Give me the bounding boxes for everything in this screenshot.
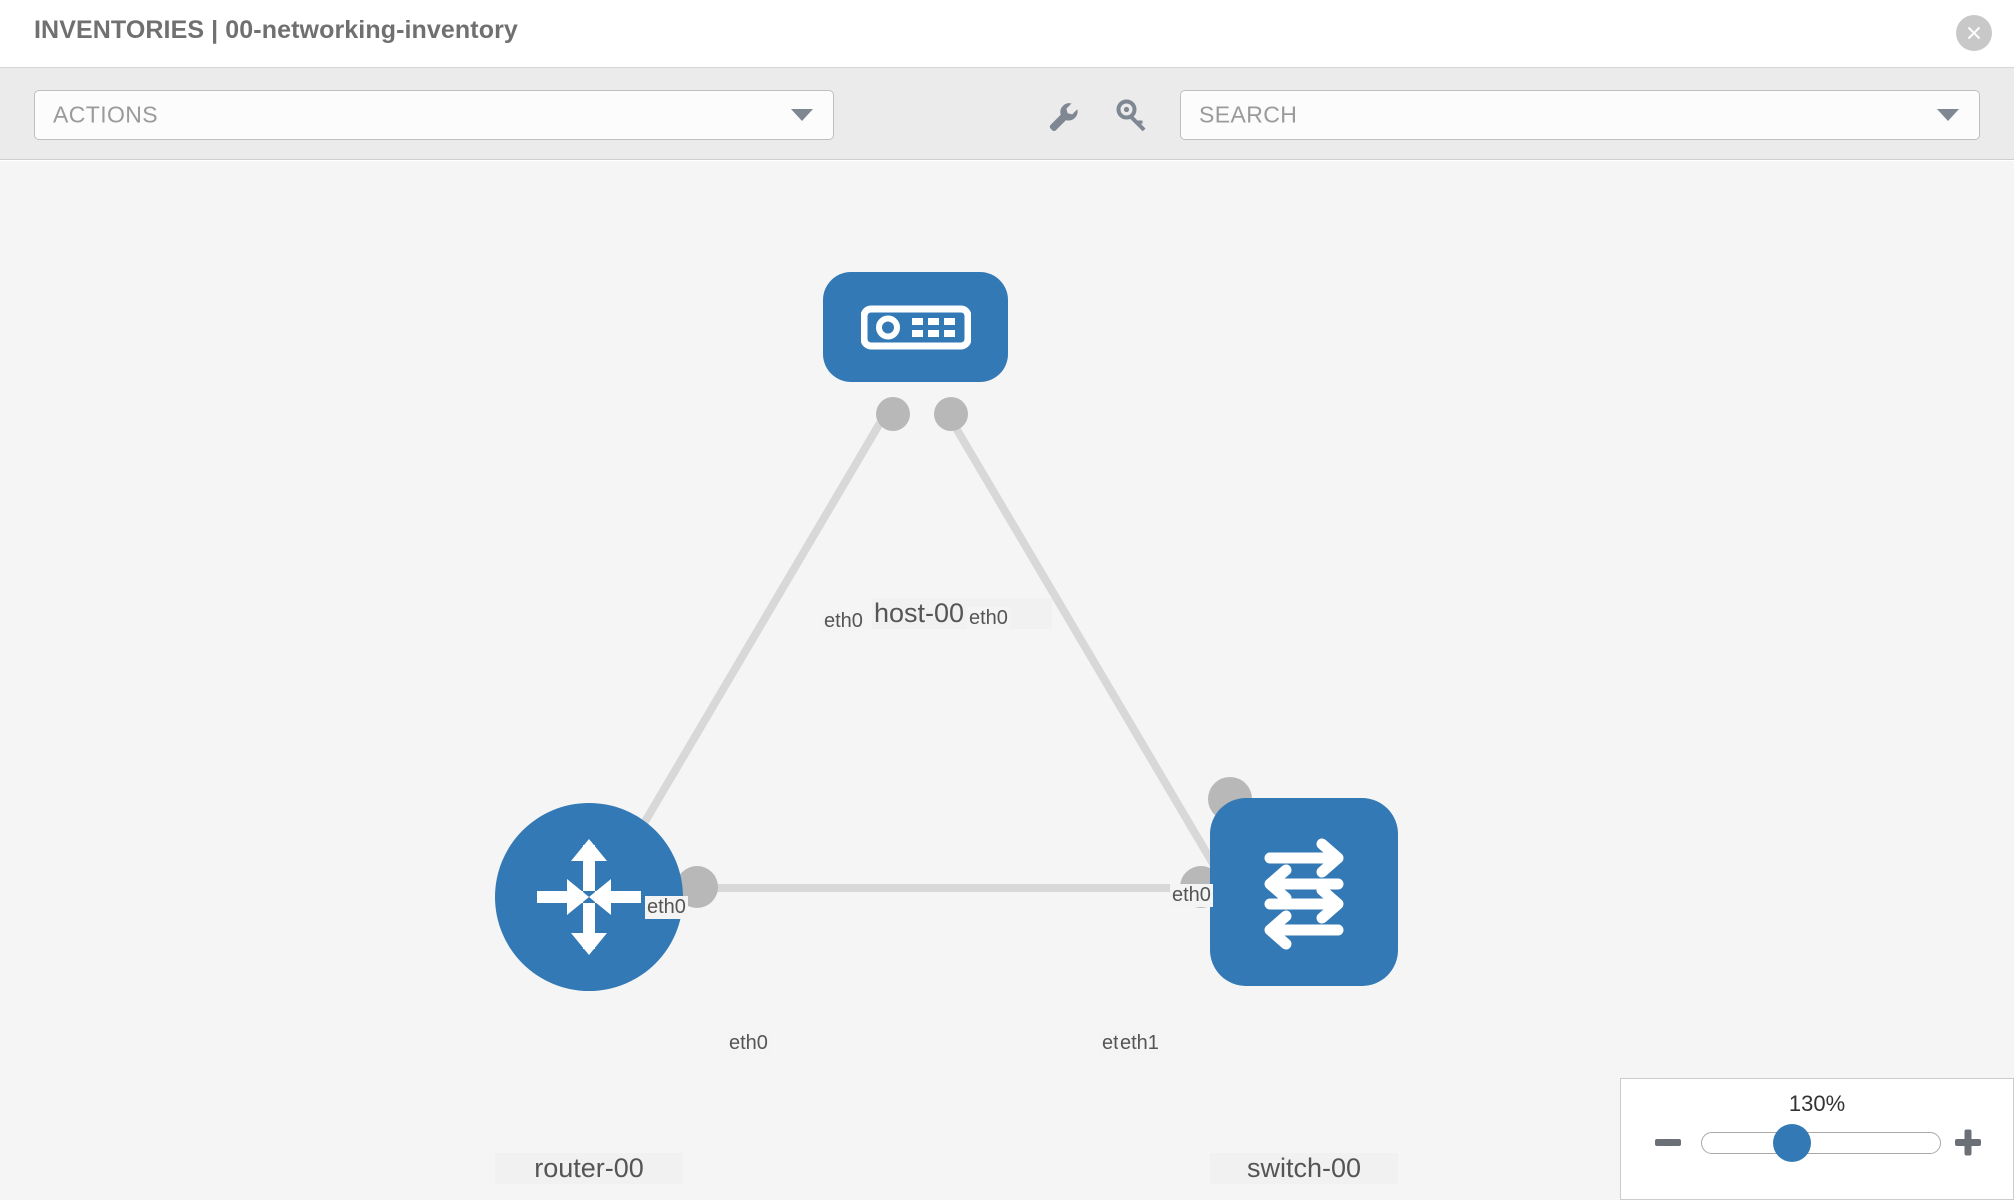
page-header: INVENTORIES | 00-networking-inventory — [0, 0, 2014, 68]
node-host-00[interactable] — [823, 272, 1008, 382]
zoom-slider-thumb[interactable] — [1773, 1124, 1811, 1162]
zoom-out-button[interactable] — [1651, 1125, 1685, 1159]
chevron-down-icon — [1937, 109, 1959, 121]
zoom-level-value: 130% — [1788, 1091, 1846, 1116]
node-label-host-00: host-00 — [872, 598, 1052, 629]
node-switch-00[interactable] — [1210, 798, 1398, 986]
zoom-in-button[interactable] — [1951, 1125, 1985, 1159]
node-label-router-00: router-00 — [495, 1153, 683, 1184]
edge-label-host-right: eth0 — [967, 607, 1010, 630]
switch-icon[interactable] — [1210, 798, 1398, 986]
host-icon[interactable] — [823, 272, 1008, 382]
router-icon[interactable] — [495, 803, 683, 991]
actions-dropdown-label: ACTIONS — [53, 101, 159, 128]
connector-host-right — [934, 397, 968, 431]
node-label-switch-00: switch-00 — [1210, 1153, 1398, 1184]
actions-dropdown[interactable]: ACTIONS — [34, 90, 834, 140]
topology-edges — [606, 420, 1239, 904]
close-icon[interactable] — [1956, 15, 1992, 51]
edge-label-switch-up: eth0 — [1170, 884, 1213, 907]
zoom-control-panel: 130% — [1620, 1078, 2014, 1200]
connector-host-left — [876, 397, 910, 431]
page-title: INVENTORIES | 00-networking-inventory — [34, 16, 518, 44]
edge-label-host-left: eth0 — [822, 610, 865, 633]
search-placeholder: SEARCH — [1199, 101, 1298, 128]
search-input[interactable]: SEARCH — [1180, 90, 1980, 140]
zoom-slider-track[interactable] — [1701, 1132, 1941, 1154]
toolbar: ACTIONS SEARCH — [0, 68, 2014, 160]
edge-label-router-right: eth0 — [727, 1032, 770, 1055]
edge-label-switch-left: eth1 — [1118, 1032, 1161, 1055]
node-router-00[interactable] — [495, 803, 683, 991]
key-icon[interactable] — [1112, 96, 1152, 136]
edge-label-router-up: eth0 — [645, 896, 688, 919]
wrench-icon[interactable] — [1042, 96, 1082, 136]
chevron-down-icon — [791, 109, 813, 121]
topology-canvas[interactable]: host-00 — [0, 161, 2014, 1200]
